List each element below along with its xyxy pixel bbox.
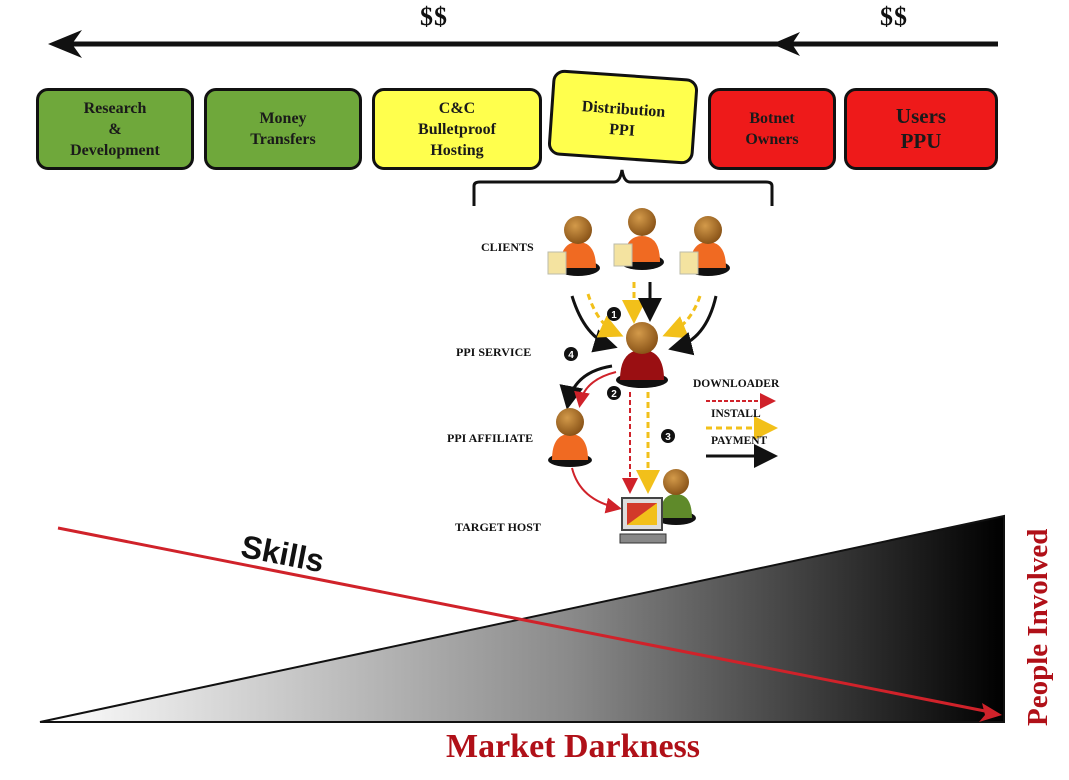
- stage-botnet-owners: Botnet Owners: [708, 88, 836, 170]
- stage-cc-bulletproof-hosting: C&C Bulletproof Hosting: [372, 88, 542, 170]
- stage-users-ppu: Users PPU: [844, 88, 998, 170]
- step-badge-3: [661, 429, 675, 443]
- computer-icon: [619, 497, 667, 544]
- flow-client-right-install: [662, 295, 702, 339]
- step-badge-1: [607, 307, 621, 321]
- stage-label-line: Transfers: [250, 131, 316, 148]
- step-number-3: 3: [665, 432, 671, 443]
- skills-arrowhead: [979, 703, 1002, 722]
- stage-label-line: PPU: [900, 129, 942, 153]
- client-person-icon-1: [547, 216, 600, 276]
- flow-client-right-to-service: [668, 295, 718, 356]
- stage-label-line: Bulletproof: [418, 120, 496, 138]
- money-label-right: $$: [880, 2, 908, 31]
- step-badge-2: [607, 386, 621, 400]
- flow-affiliate-to-target: [571, 467, 622, 514]
- distribution-bracket: [472, 169, 774, 206]
- stage-label-line: &: [108, 120, 122, 138]
- stage-label-line: Botnet: [749, 110, 795, 127]
- money-label-left: $$: [420, 2, 448, 31]
- legend-payment-label: PAYMENT: [711, 435, 768, 447]
- target-host-person-icon: [656, 469, 696, 525]
- target-host-label: TARGET HOST: [455, 520, 541, 534]
- stage-label-line: Research: [83, 99, 147, 117]
- stage-label-line: C&C: [438, 99, 476, 117]
- market-darkness-label: Market Darkness: [446, 728, 701, 765]
- flow-client-left-install: [586, 293, 624, 338]
- clients-label: CLIENTS: [481, 240, 534, 254]
- step-badge-4: [564, 347, 578, 361]
- step-number-1: 1: [611, 310, 617, 321]
- stage-label-line: Hosting: [430, 141, 484, 159]
- money-flow-arrowhead-left: [48, 30, 82, 58]
- ppi-affiliate-label: PPI AFFILIATE: [447, 431, 534, 445]
- stage-label-line: Money: [259, 110, 307, 127]
- stage-label-line: Development: [70, 141, 160, 159]
- stage-research-development: Research & Development: [36, 88, 194, 170]
- legend-downloader-label: DOWNLOADER: [693, 378, 780, 390]
- stage-label-line: Owners: [745, 131, 799, 148]
- skills-line: [57, 526, 991, 714]
- stage-money-transfers: Money Transfers: [204, 88, 362, 170]
- stage-distribution-ppi: Distribution PPI: [547, 69, 699, 165]
- client-person-icon-2: [613, 208, 664, 270]
- money-flow-arrowhead-mid: [772, 32, 800, 56]
- flow-service-to-affiliate-payment: [559, 364, 613, 410]
- client-person-icon-3: [679, 216, 730, 276]
- flow-client-left-to-service: [570, 295, 618, 353]
- ppi-affiliate-person-icon: [548, 408, 592, 467]
- legend-install-label: INSTALL: [711, 408, 761, 420]
- flow-service-to-affiliate-downloader: [574, 371, 617, 408]
- ppi-service-person-icon: [616, 322, 668, 388]
- step-number-2: 2: [611, 389, 617, 400]
- step-number-4: 4: [568, 350, 574, 361]
- ppi-service-label: PPI SERVICE: [456, 345, 532, 359]
- people-involved-label: People Involved: [1022, 528, 1054, 726]
- stage-label-line: Users: [895, 104, 947, 128]
